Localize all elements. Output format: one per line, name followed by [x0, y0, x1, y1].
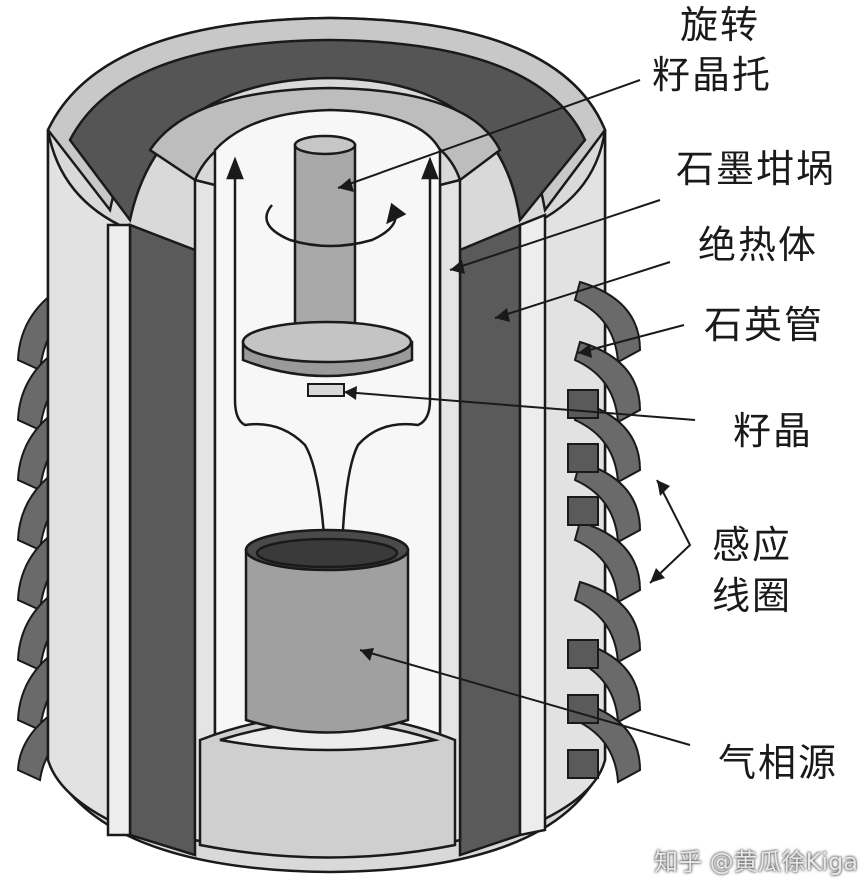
label-seed-crystal: 籽晶 [733, 409, 814, 453]
label-graphite-crucible: 石墨坩埚 [676, 147, 837, 191]
watermark: 知乎 @黄瓜徐Kiga [654, 848, 858, 876]
induction-coil-right [567, 280, 642, 784]
vapor-flow-lines [226, 156, 439, 551]
rotation-arrow-icon [265, 204, 397, 248]
label-induction-coil-1: 感应 [712, 523, 793, 567]
label-quartz-tube: 石英管 [704, 303, 825, 347]
leader-arrowheads [338, 178, 670, 661]
seed-crystal [307, 383, 345, 397]
label-insulation: 绝热体 [698, 223, 819, 267]
leader-lines [337, 79, 696, 746]
insulation [68, 38, 587, 857]
rotating-seed-holder [241, 134, 414, 378]
vapor-source [244, 528, 410, 734]
label-induction-coil-2: 线圈 [712, 574, 793, 618]
label-rotating-seed-holder-1: 旋转 [680, 3, 761, 47]
label-vapor-source: 气相源 [718, 741, 839, 785]
label-rotating-seed-holder-2: 籽晶托 [652, 53, 773, 97]
